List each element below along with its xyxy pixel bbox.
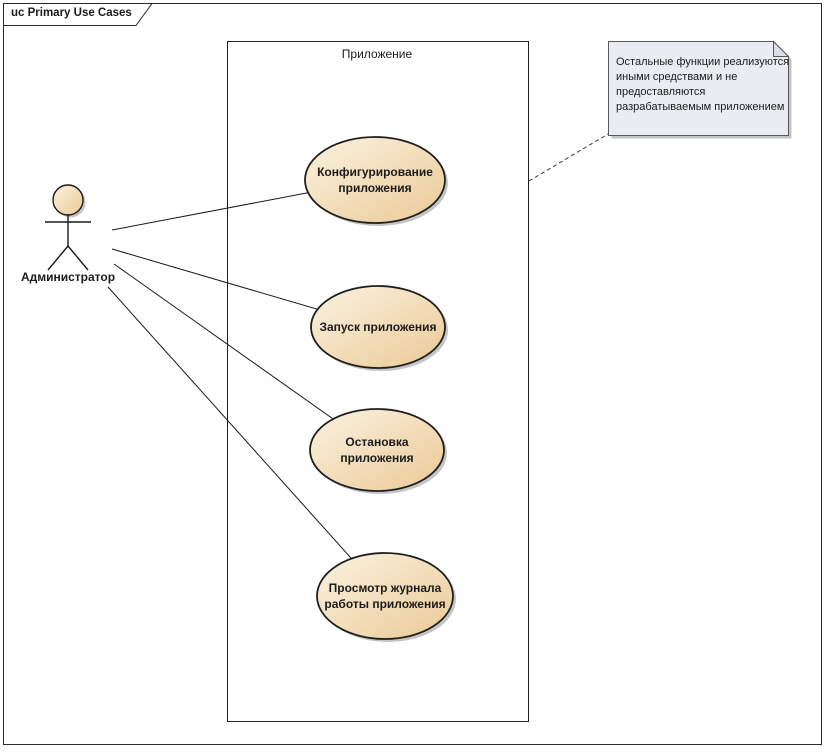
note[interactable] [608, 40, 792, 139]
usecase-view-log[interactable] [316, 552, 456, 642]
actor-head [52, 184, 84, 216]
actor-leg-right [67, 245, 89, 271]
note-body [608, 41, 789, 136]
association-viewlog[interactable] [107, 286, 386, 597]
usecase-start-app[interactable] [310, 285, 448, 371]
usecase-stop-app[interactable] [309, 408, 447, 494]
usecase-configure-app[interactable] [304, 136, 448, 226]
note-connector[interactable] [528, 133, 609, 182]
actor-leg-left [47, 245, 69, 271]
frame-title-tab [3, 3, 153, 26]
actor-administrator[interactable] [45, 184, 91, 271]
note-fold-corner [773, 40, 790, 57]
